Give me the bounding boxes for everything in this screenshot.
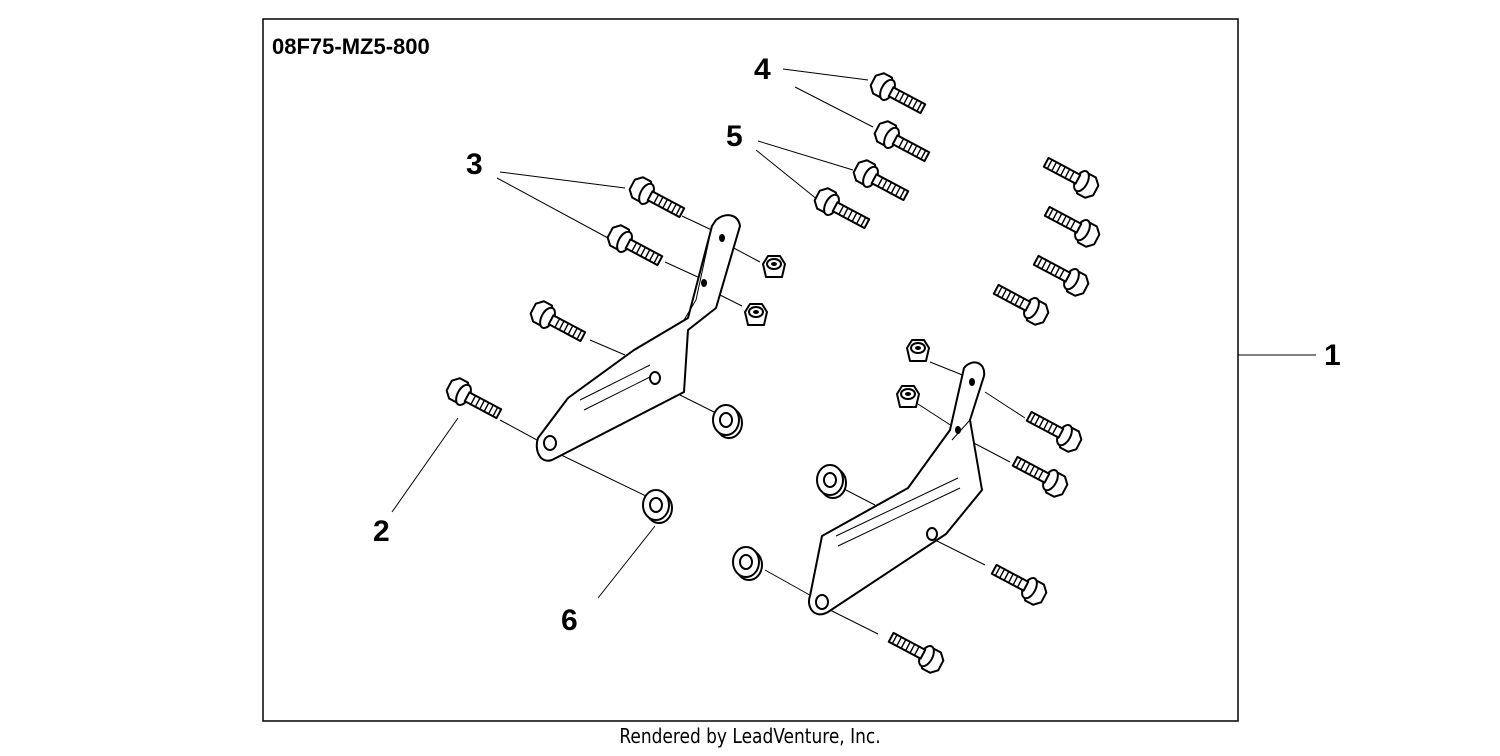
part-number: 08F75-MZ5-800 xyxy=(272,34,430,59)
callout-5: 5 xyxy=(726,120,743,153)
nut-group xyxy=(744,255,930,408)
callout-4: 4 xyxy=(754,53,771,86)
callout-2: 2 xyxy=(373,515,390,548)
washer-group xyxy=(642,404,847,581)
footer-credit: Rendered by LeadVenture, Inc. xyxy=(619,724,881,748)
left-bracket xyxy=(535,214,741,462)
callout-3: 3 xyxy=(466,148,483,181)
callout-6: 6 xyxy=(561,604,578,637)
bolt-group xyxy=(442,69,1104,677)
right-bracket xyxy=(808,361,986,616)
diagram-frame xyxy=(262,18,1239,722)
callout-1: 1 xyxy=(1324,339,1341,372)
